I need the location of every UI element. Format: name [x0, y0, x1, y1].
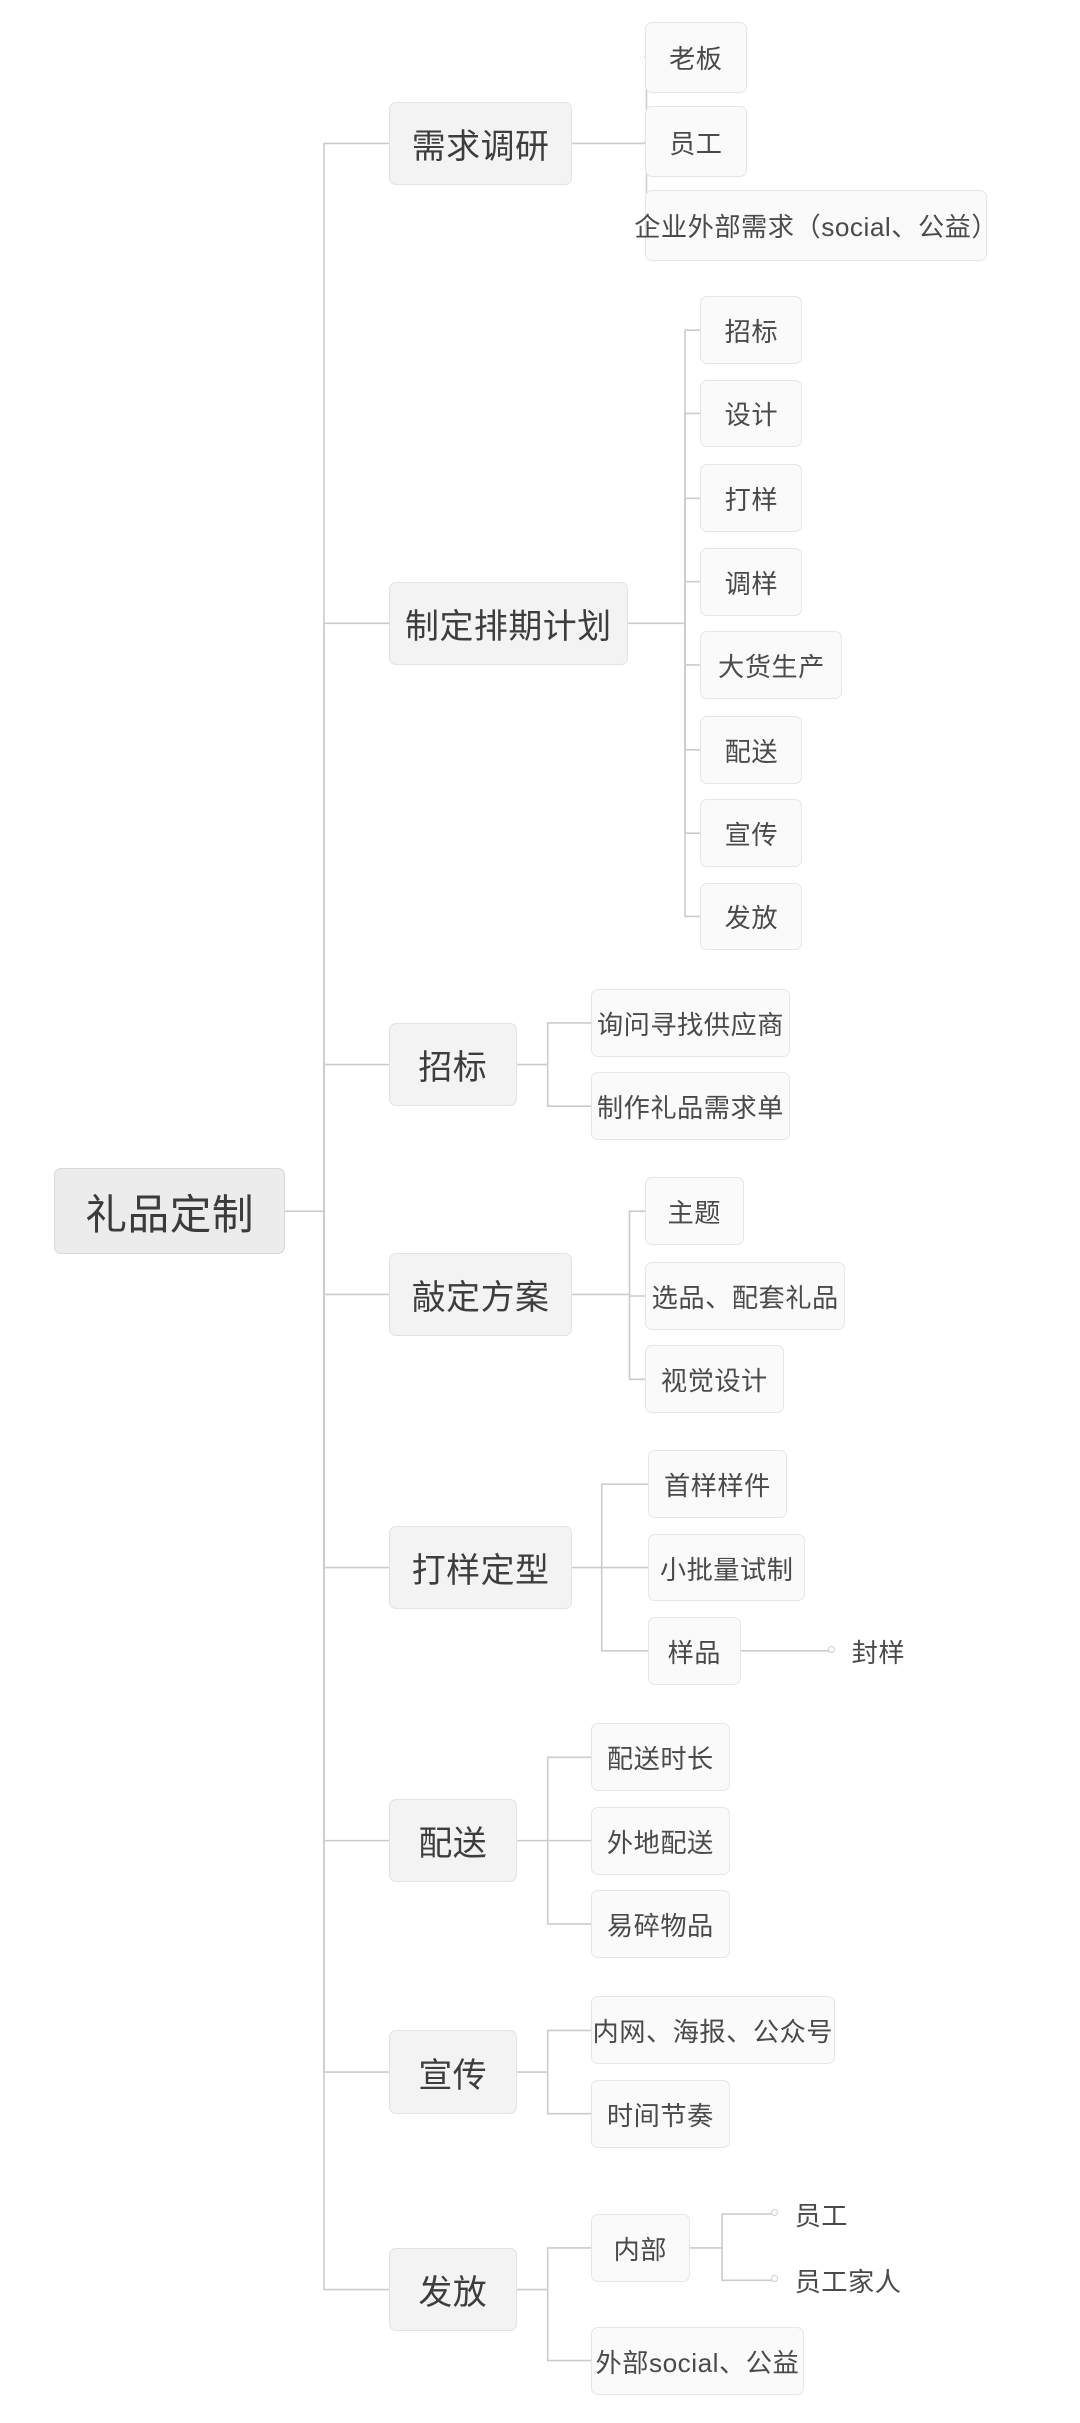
leaf-node-4-2[interactable]: 选品、配套礼品 — [644, 1262, 846, 1330]
leaf-dot-2-2 — [771, 2275, 779, 2283]
leaf-node-6-3[interactable]: 易碎物品 — [590, 1890, 730, 1958]
leaf-dot-1-1 — [828, 1645, 836, 1653]
node-label: 发放 — [418, 2274, 488, 2313]
node-label: 招标 — [724, 317, 779, 348]
leaf-node-2-7[interactable]: 宣传 — [700, 799, 803, 868]
branch-node-1[interactable]: 需求调研 — [388, 101, 573, 186]
leaf-node-6-2[interactable]: 外地配送 — [590, 1806, 730, 1875]
leaf-node-5-2[interactable]: 小批量试制 — [648, 1533, 806, 1602]
branch-node-8[interactable]: 发放 — [388, 2247, 517, 2332]
bare-leaf-2-2[interactable]: 员工家人 — [795, 2261, 902, 2299]
node-label: 样品 — [667, 1637, 721, 1668]
node-label: 配送 — [418, 1825, 488, 1864]
node-label: 调样 — [724, 568, 779, 599]
leaf-node-3-2[interactable]: 制作礼品需求单 — [590, 1072, 790, 1141]
node-label: 外地配送 — [606, 1827, 714, 1858]
branch-node-6[interactable]: 配送 — [388, 1798, 517, 1883]
leaf-node-7-2[interactable]: 时间节奏 — [590, 2079, 730, 2148]
node-label: 内部 — [613, 2234, 667, 2265]
node-label: 时间节奏 — [606, 2100, 714, 2131]
leaf-node-6-1[interactable]: 配送时长 — [590, 1723, 730, 1792]
node-label: 首样样件 — [663, 1471, 771, 1502]
leaf-node-2-3[interactable]: 打样 — [700, 464, 803, 533]
node-label: 设计 — [724, 400, 779, 431]
leaf-node-2-8[interactable]: 发放 — [700, 882, 803, 951]
bare-leaf-2-1[interactable]: 员工 — [795, 2195, 848, 2233]
node-label: 制作礼品需求单 — [596, 1093, 784, 1124]
leaf-node-8-2[interactable]: 外部social、公益 — [590, 2326, 804, 2395]
leaf-node-2-5[interactable]: 大货生产 — [700, 631, 843, 699]
node-label: 打样定型 — [411, 1552, 550, 1591]
leaf-node-1-3[interactable]: 企业外部需求（social、公益） — [634, 189, 998, 261]
leaf-node-8-1[interactable]: 内部 — [590, 2214, 690, 2282]
node-label: 封样 — [851, 1637, 906, 1668]
leaf-node-3-1[interactable]: 询问寻找供应商 — [590, 988, 790, 1057]
node-label: 老板 — [669, 44, 723, 75]
leaf-node-7-1[interactable]: 内网、海报、公众号 — [590, 1996, 835, 2065]
leaf-node-2-6[interactable]: 配送 — [700, 715, 803, 784]
node-label: 大货生产 — [717, 651, 825, 682]
leaf-node-1-1[interactable]: 老板 — [644, 21, 747, 93]
node-label: 制定排期计划 — [405, 607, 612, 646]
node-label: 发放 — [724, 903, 779, 934]
branch-node-7[interactable]: 宣传 — [388, 2030, 517, 2114]
node-label: 配送 — [724, 736, 779, 767]
bare-leaf-1-1[interactable]: 封样 — [852, 1632, 905, 1670]
node-label: 主题 — [667, 1198, 721, 1229]
node-label: 员工家人 — [794, 2267, 902, 2298]
node-label: 小批量试制 — [659, 1554, 794, 1585]
node-label: 宣传 — [724, 820, 779, 851]
node-label: 企业外部需求（social、公益） — [634, 212, 999, 243]
leaf-node-4-3[interactable]: 视觉设计 — [644, 1345, 784, 1414]
node-label: 需求调研 — [411, 127, 550, 166]
leaf-node-2-4[interactable]: 调样 — [700, 547, 803, 616]
root-node[interactable]: 礼品定制 — [54, 1167, 286, 1255]
node-label: 敲定方案 — [411, 1278, 550, 1317]
leaf-node-4-1[interactable]: 主题 — [644, 1177, 744, 1246]
node-label: 宣传 — [418, 2056, 488, 2095]
node-label: 礼品定制 — [85, 1191, 254, 1239]
node-label: 选品、配套礼品 — [651, 1282, 839, 1313]
branch-node-3[interactable]: 招标 — [388, 1022, 517, 1107]
node-label: 员工 — [669, 128, 723, 159]
leaf-node-2-2[interactable]: 设计 — [700, 379, 803, 448]
branch-node-5[interactable]: 打样定型 — [388, 1525, 573, 1610]
branch-node-4[interactable]: 敲定方案 — [388, 1252, 573, 1337]
node-label: 询问寻找供应商 — [596, 1009, 784, 1040]
leaf-node-5-1[interactable]: 首样样件 — [648, 1450, 787, 1519]
node-label: 员工 — [794, 2201, 848, 2231]
node-label: 打样 — [724, 485, 779, 516]
leaf-dot-2-1 — [771, 2209, 779, 2216]
node-label: 招标 — [418, 1049, 488, 1088]
leaf-node-1-2[interactable]: 员工 — [644, 106, 747, 178]
node-label: 视觉设计 — [660, 1366, 768, 1397]
node-label: 配送时长 — [606, 1744, 714, 1775]
leaf-node-5-3[interactable]: 样品 — [648, 1616, 741, 1685]
node-label: 易碎物品 — [606, 1910, 714, 1941]
node-label: 内网、海报、公众号 — [592, 2017, 834, 2048]
leaf-node-2-1[interactable]: 招标 — [700, 296, 803, 365]
node-label: 外部social、公益 — [595, 2347, 800, 2378]
branch-node-2[interactable]: 制定排期计划 — [388, 581, 628, 665]
